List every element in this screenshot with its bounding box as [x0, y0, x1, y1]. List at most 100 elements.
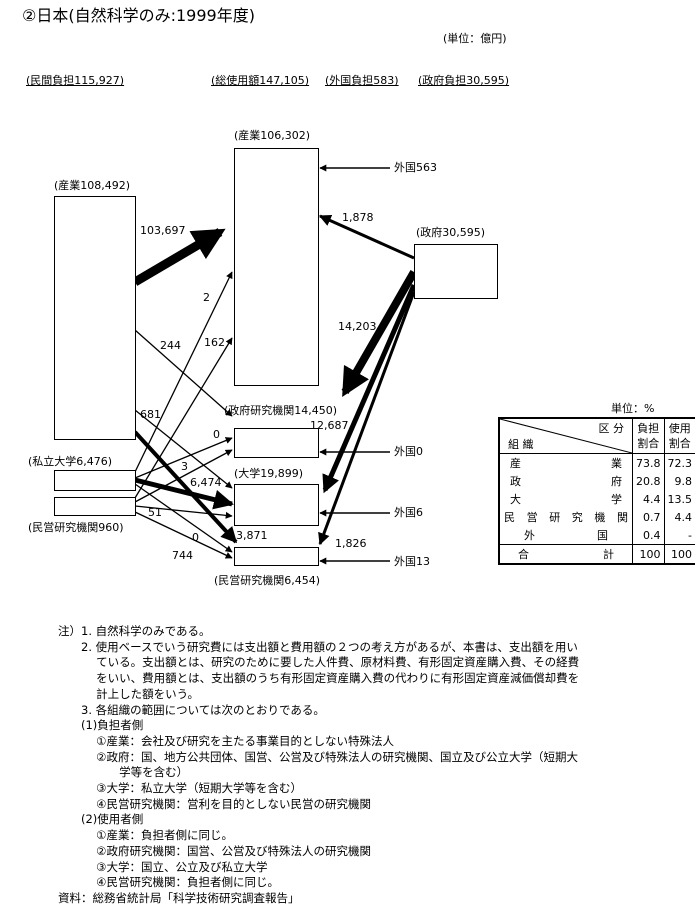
row-burden: 4.4: [632, 490, 664, 508]
label-minei-user: (民営研究機関6,454): [214, 574, 321, 587]
flow-arrow-sangyo-seifu: [134, 329, 233, 417]
label-sangyo-user: (産業106,302): [234, 129, 311, 142]
row-use: 4.4: [663, 508, 695, 526]
note-line: ①産業：負担者側に同じ。: [58, 828, 233, 843]
label-minei-source: (民営研究機関960): [28, 521, 124, 534]
label-seifu-user: (政府研究機関14,450): [224, 404, 338, 417]
share-table-header: 区 分 組 織 負担 割合 使用 割合: [498, 418, 695, 454]
flow-label-744: 744: [172, 549, 193, 562]
note-line: ③大学：私立大学（短期大学等を含む）: [58, 781, 302, 796]
notes: 注）1. 自然科学のみである。 2. 使用ベースでいう研究費には支出額と費用額の…: [58, 624, 678, 907]
flow-arrow-minei-minei: [134, 511, 233, 559]
note-line: (2)使用者側: [58, 812, 144, 827]
box-shiritsu-source: [54, 470, 136, 491]
label-shiritsu-source: (私立大学6,476): [28, 455, 113, 468]
col-use-l2: 割合: [668, 437, 691, 450]
unit-label: (単位：億円): [443, 32, 507, 45]
row-burden: 73.8: [632, 453, 664, 472]
flow-arrow-shiritsu-minei: [134, 483, 233, 553]
note-line: (1)負担者側: [58, 718, 144, 733]
flow-arrow-sangyo-sangyo: [132, 228, 226, 286]
flow-arrow-shiritsu-daigaku: [134, 477, 234, 510]
table-row-total: 合計 100 100: [498, 544, 695, 564]
label-gaikoku-seifu: 外国0: [394, 445, 423, 458]
flow-arrow-shiritsu-sangyo: [134, 271, 233, 473]
flow-label-162: 162: [204, 336, 225, 349]
box-seifu-user: [234, 428, 319, 458]
row-name: 政府: [498, 472, 633, 490]
box-sangyo-user: [234, 148, 319, 386]
flow-label-244: 244: [160, 339, 181, 352]
flow-label-0a: 0: [213, 428, 220, 441]
label-gaikoku-minei: 外国13: [394, 555, 430, 568]
row-burden: 0.4: [632, 526, 664, 545]
note-line: ④民営研究機関：営利を目的としない民営の研究機関: [58, 796, 371, 811]
flow-arrow-seifu-seifu: [341, 270, 418, 397]
col-use-l1: 使用: [668, 422, 691, 435]
table-row: 外国 0.4 -: [498, 526, 695, 545]
row-burden: 0.7: [632, 508, 664, 526]
note-line: 注）1. 自然科学のみである。: [58, 624, 211, 638]
box-sangyo-source: [54, 196, 136, 440]
flow-label-103697: 103,697: [140, 224, 186, 237]
box-seifu-source: [414, 244, 498, 299]
flow-label-3: 3: [181, 460, 188, 473]
flow-arrow-minei-seifu: [134, 449, 233, 503]
row-name: 大学: [498, 490, 633, 508]
row-name: 合計: [498, 544, 633, 564]
table-row: 民営研究機関 0.7 4.4: [498, 508, 695, 526]
flow-label-681: 681: [140, 408, 161, 421]
flow-label-3871: 3,871: [236, 529, 268, 542]
row-use: 13.5: [663, 490, 695, 508]
row-burden: 20.8: [632, 472, 664, 490]
row-name: 民営研究機関: [498, 508, 633, 526]
share-table-corner: 区 分 組 織: [498, 418, 633, 454]
share-table-unit: 単位：%: [611, 402, 655, 415]
label-gaikoku-daigaku: 外国6: [394, 506, 423, 519]
share-table-kubun: 区 分: [598, 422, 625, 435]
share-table-col-burden: 負担 割合: [632, 418, 664, 454]
flow-arrow-sangyo-minei: [133, 430, 238, 544]
note-line: ている。支出額とは、研究のために要した人件費、原材料費、有形固定資産購入費、その…: [58, 655, 580, 670]
flow-arrow-seifu-daigaku: [322, 284, 417, 494]
share-table-col-use: 使用 割合: [663, 418, 695, 454]
header-gaikoku: (外国負担583): [325, 74, 399, 87]
note-line: ②政府研究機関：国営、公営及び特殊法人の研究機関: [58, 843, 371, 858]
row-use: 100: [663, 544, 695, 564]
label-seifu-source: (政府30,595): [416, 226, 486, 239]
col-burden-l1: 負担: [637, 422, 660, 435]
page-title: ②日本(自然科学のみ:1999年度): [22, 6, 255, 25]
table-row: 産業 73.8 72.3: [498, 453, 695, 472]
header-minkan: (民間負担115,927): [26, 74, 125, 87]
flow-arrow-shiritsu-seifu: [134, 437, 233, 479]
row-use: 72.3: [663, 453, 695, 472]
box-daigaku-user: [234, 484, 319, 526]
note-line: 3. 各組織の範囲については次のとおりである。: [58, 702, 325, 717]
label-sangyo-source: (産業108,492): [54, 179, 131, 192]
note-line: ①産業：会社及び研究を主たる事業目的としない特殊法人: [58, 733, 394, 748]
flow-arrow-minei-daigaku: [134, 505, 233, 519]
flow-label-51: 51: [148, 506, 162, 519]
table-row: 政府 20.8 9.8: [498, 472, 695, 490]
flow-label-12687: 12,687: [310, 419, 349, 432]
flow-label-14203: 14,203: [338, 320, 377, 333]
flow-label-0b: 0: [192, 531, 199, 544]
flow-label-1826: 1,826: [335, 537, 367, 550]
label-gaikoku-sangyo: 外国563: [394, 161, 437, 174]
col-burden-l2: 割合: [637, 437, 660, 450]
flow-arrow-seifu-sangyo: [318, 214, 415, 260]
note-line: ③大学：国立、公立及び私立大学: [58, 859, 268, 874]
row-name: 外国: [498, 526, 633, 545]
flow-label-6474: 6,474: [190, 476, 222, 489]
flow-label-2: 2: [203, 291, 210, 304]
note-line: をいい、費用額とは、支出額のうち有形固定資産購入費の代わりに有形固定資産減価償却…: [58, 671, 580, 686]
flow-arrow-sangyo-daigaku: [134, 409, 233, 489]
note-line: ②政府：国、地方公共団体、国営、公営及び特殊法人の研究機関、国立及び公立大学（短…: [58, 749, 578, 764]
note-line: 学等を含む）: [58, 765, 189, 780]
flow-arrow-seifu-minei: [318, 291, 416, 546]
row-burden: 100: [632, 544, 664, 564]
box-minei-source: [54, 497, 136, 516]
header-total: (総使用額147,105): [211, 74, 310, 87]
